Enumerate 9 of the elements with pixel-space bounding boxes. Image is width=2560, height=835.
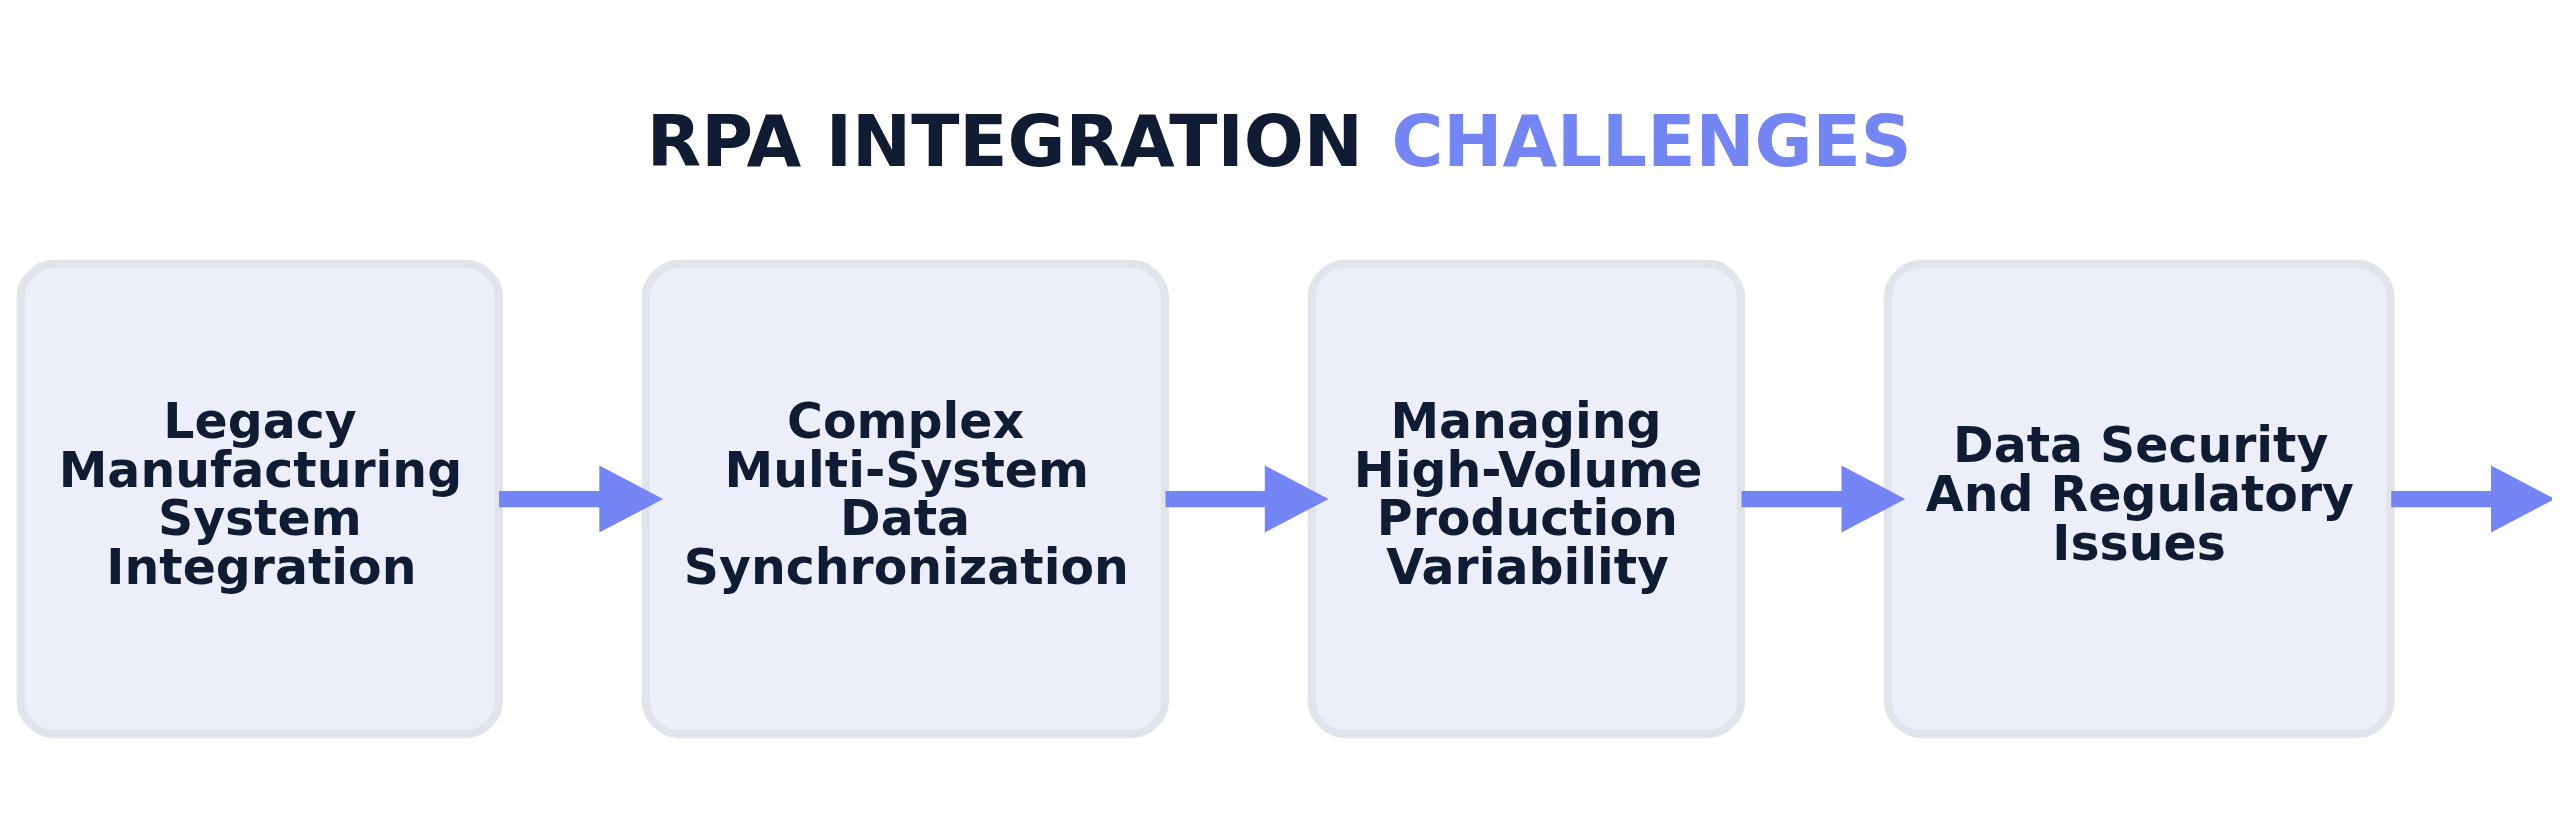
arrow: [499, 465, 664, 533]
node-box: Complex Multi-System Data Synchronization: [641, 259, 1169, 739]
node-box: Legacy Manufacturing System Integration: [16, 259, 504, 739]
diagram-title: RPA INTEGRATION CHALLENGES: [646, 99, 1912, 183]
arrow: [1165, 465, 1329, 533]
arrow: [1741, 465, 1906, 533]
node-box: Data Security And Regulatory Issues: [1883, 259, 2395, 739]
arrow: [2391, 465, 2552, 533]
node-box: Managing High-Volume Production Variability: [1307, 259, 1746, 739]
